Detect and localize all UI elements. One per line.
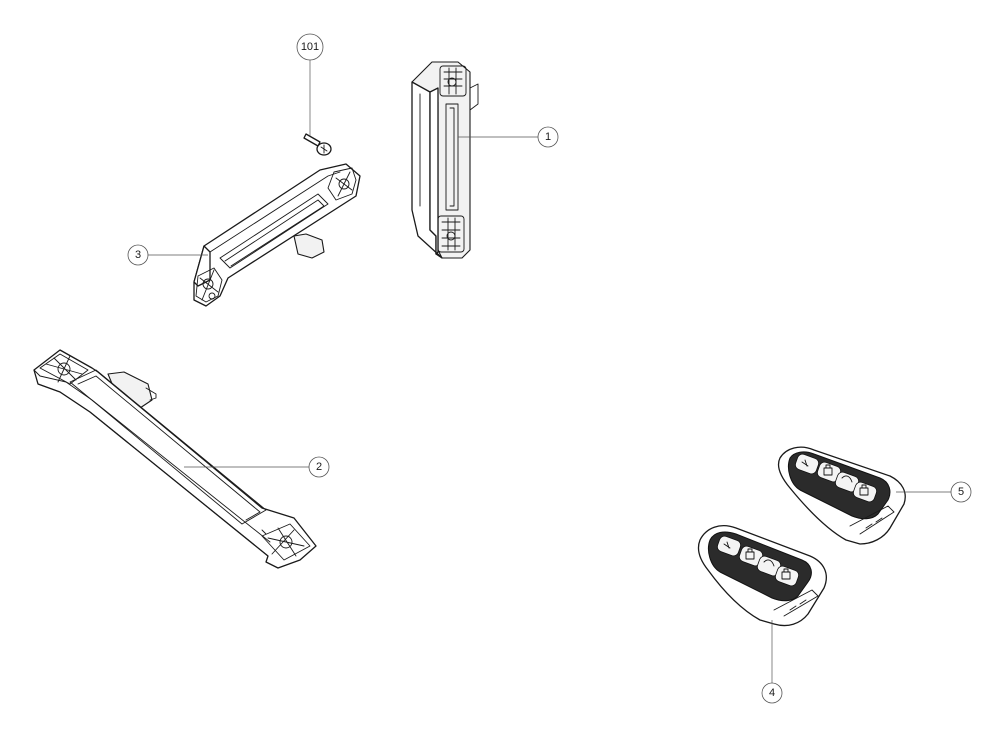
callout-3: 3 (127, 244, 149, 266)
callout-101: 101 (296, 33, 324, 61)
part-101-screw (303, 133, 332, 156)
callout-101-label: 101 (301, 41, 319, 53)
callout-5: 5 (950, 481, 972, 503)
callout-4: 4 (761, 682, 783, 704)
callout-1-label: 1 (545, 131, 551, 143)
callout-3-label: 3 (135, 249, 141, 261)
part-3-diagonal-bracket (193, 163, 361, 307)
leader-lines (148, 60, 951, 683)
callout-1: 1 (537, 126, 559, 148)
part-5-key-fob (777, 446, 906, 545)
part-2-long-bar (33, 349, 317, 569)
part-4-key-fob (697, 525, 827, 627)
callout-2: 2 (308, 456, 330, 478)
callout-2-label: 2 (316, 461, 322, 473)
part-1-vertical-bracket (411, 61, 479, 259)
callout-4-label: 4 (769, 687, 775, 699)
callout-5-label: 5 (958, 486, 964, 498)
